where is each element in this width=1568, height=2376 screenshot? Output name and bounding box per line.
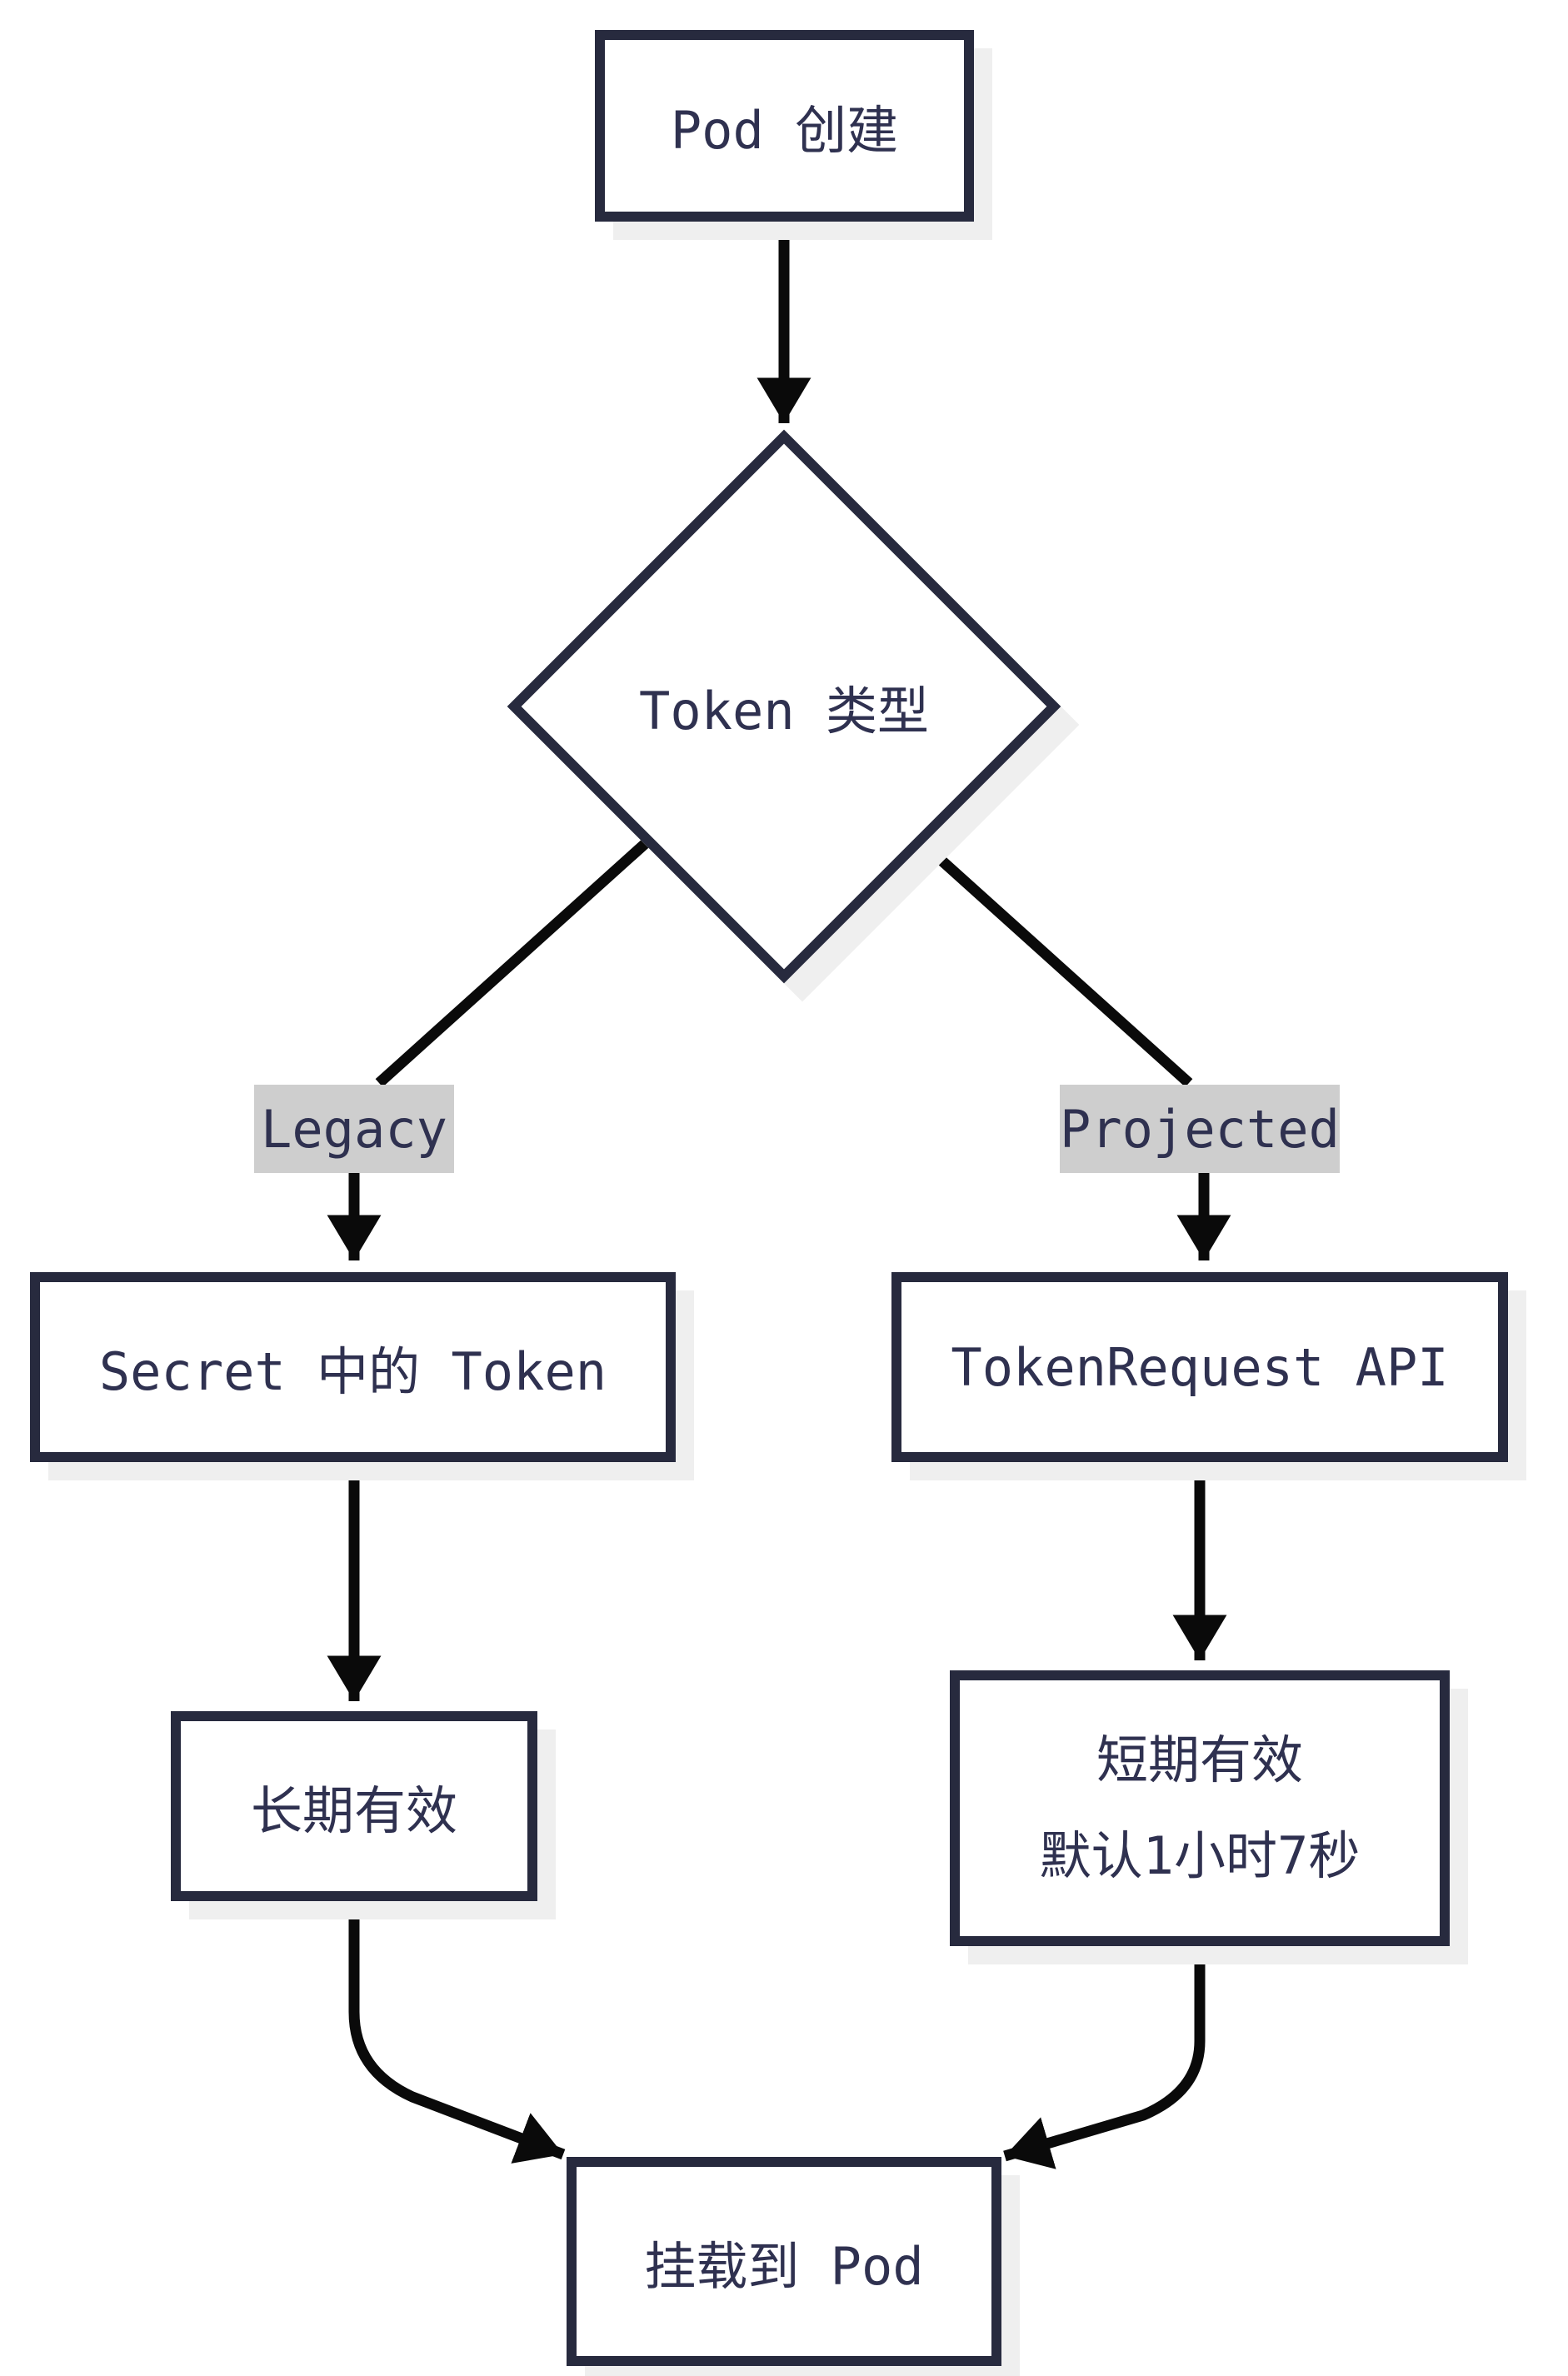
node-mount-to-pod: 挂载到 Pod	[567, 2157, 1001, 2366]
node-token-type-label-wrap: Token 类型	[507, 429, 1061, 984]
node-pod-create-label: Pod 创建	[670, 100, 899, 161]
edge-shortterm-to-mountpod	[1003, 1946, 1206, 2169]
branch-label-legacy-text: Legacy	[261, 1098, 447, 1160]
node-tokenrequest-api: TokenRequest API	[891, 1272, 1508, 1462]
node-short-term-valid-label: 短期有效 默认1小时7秒	[1040, 1713, 1361, 1904]
node-pod-create: Pod 创建	[595, 30, 974, 222]
branch-label-projected: Projected	[1060, 1085, 1340, 1173]
node-secret-token: Secret 中的 Token	[30, 1272, 676, 1462]
branch-label-projected-text: Projected	[1060, 1098, 1340, 1160]
node-mount-to-pod-label: 挂载到 Pod	[644, 2235, 924, 2297]
node-tokenrequest-api-label: TokenRequest API	[951, 1336, 1449, 1398]
node-short-term-line2: 默认1小时7秒	[1039, 1824, 1361, 1886]
branch-label-legacy: Legacy	[254, 1085, 454, 1173]
node-short-term-line1: 短期有效	[1096, 1729, 1303, 1790]
node-long-term-valid-label: 长期有效	[250, 1780, 457, 1841]
node-secret-token-label: Secret 中的 Token	[98, 1341, 607, 1402]
node-short-term-valid: 短期有效 默认1小时7秒	[950, 1670, 1450, 1946]
node-token-type-label: Token 类型	[639, 681, 929, 741]
node-long-term-valid: 长期有效	[171, 1711, 537, 1901]
edge-longterm-to-mountpod	[348, 1901, 566, 2164]
